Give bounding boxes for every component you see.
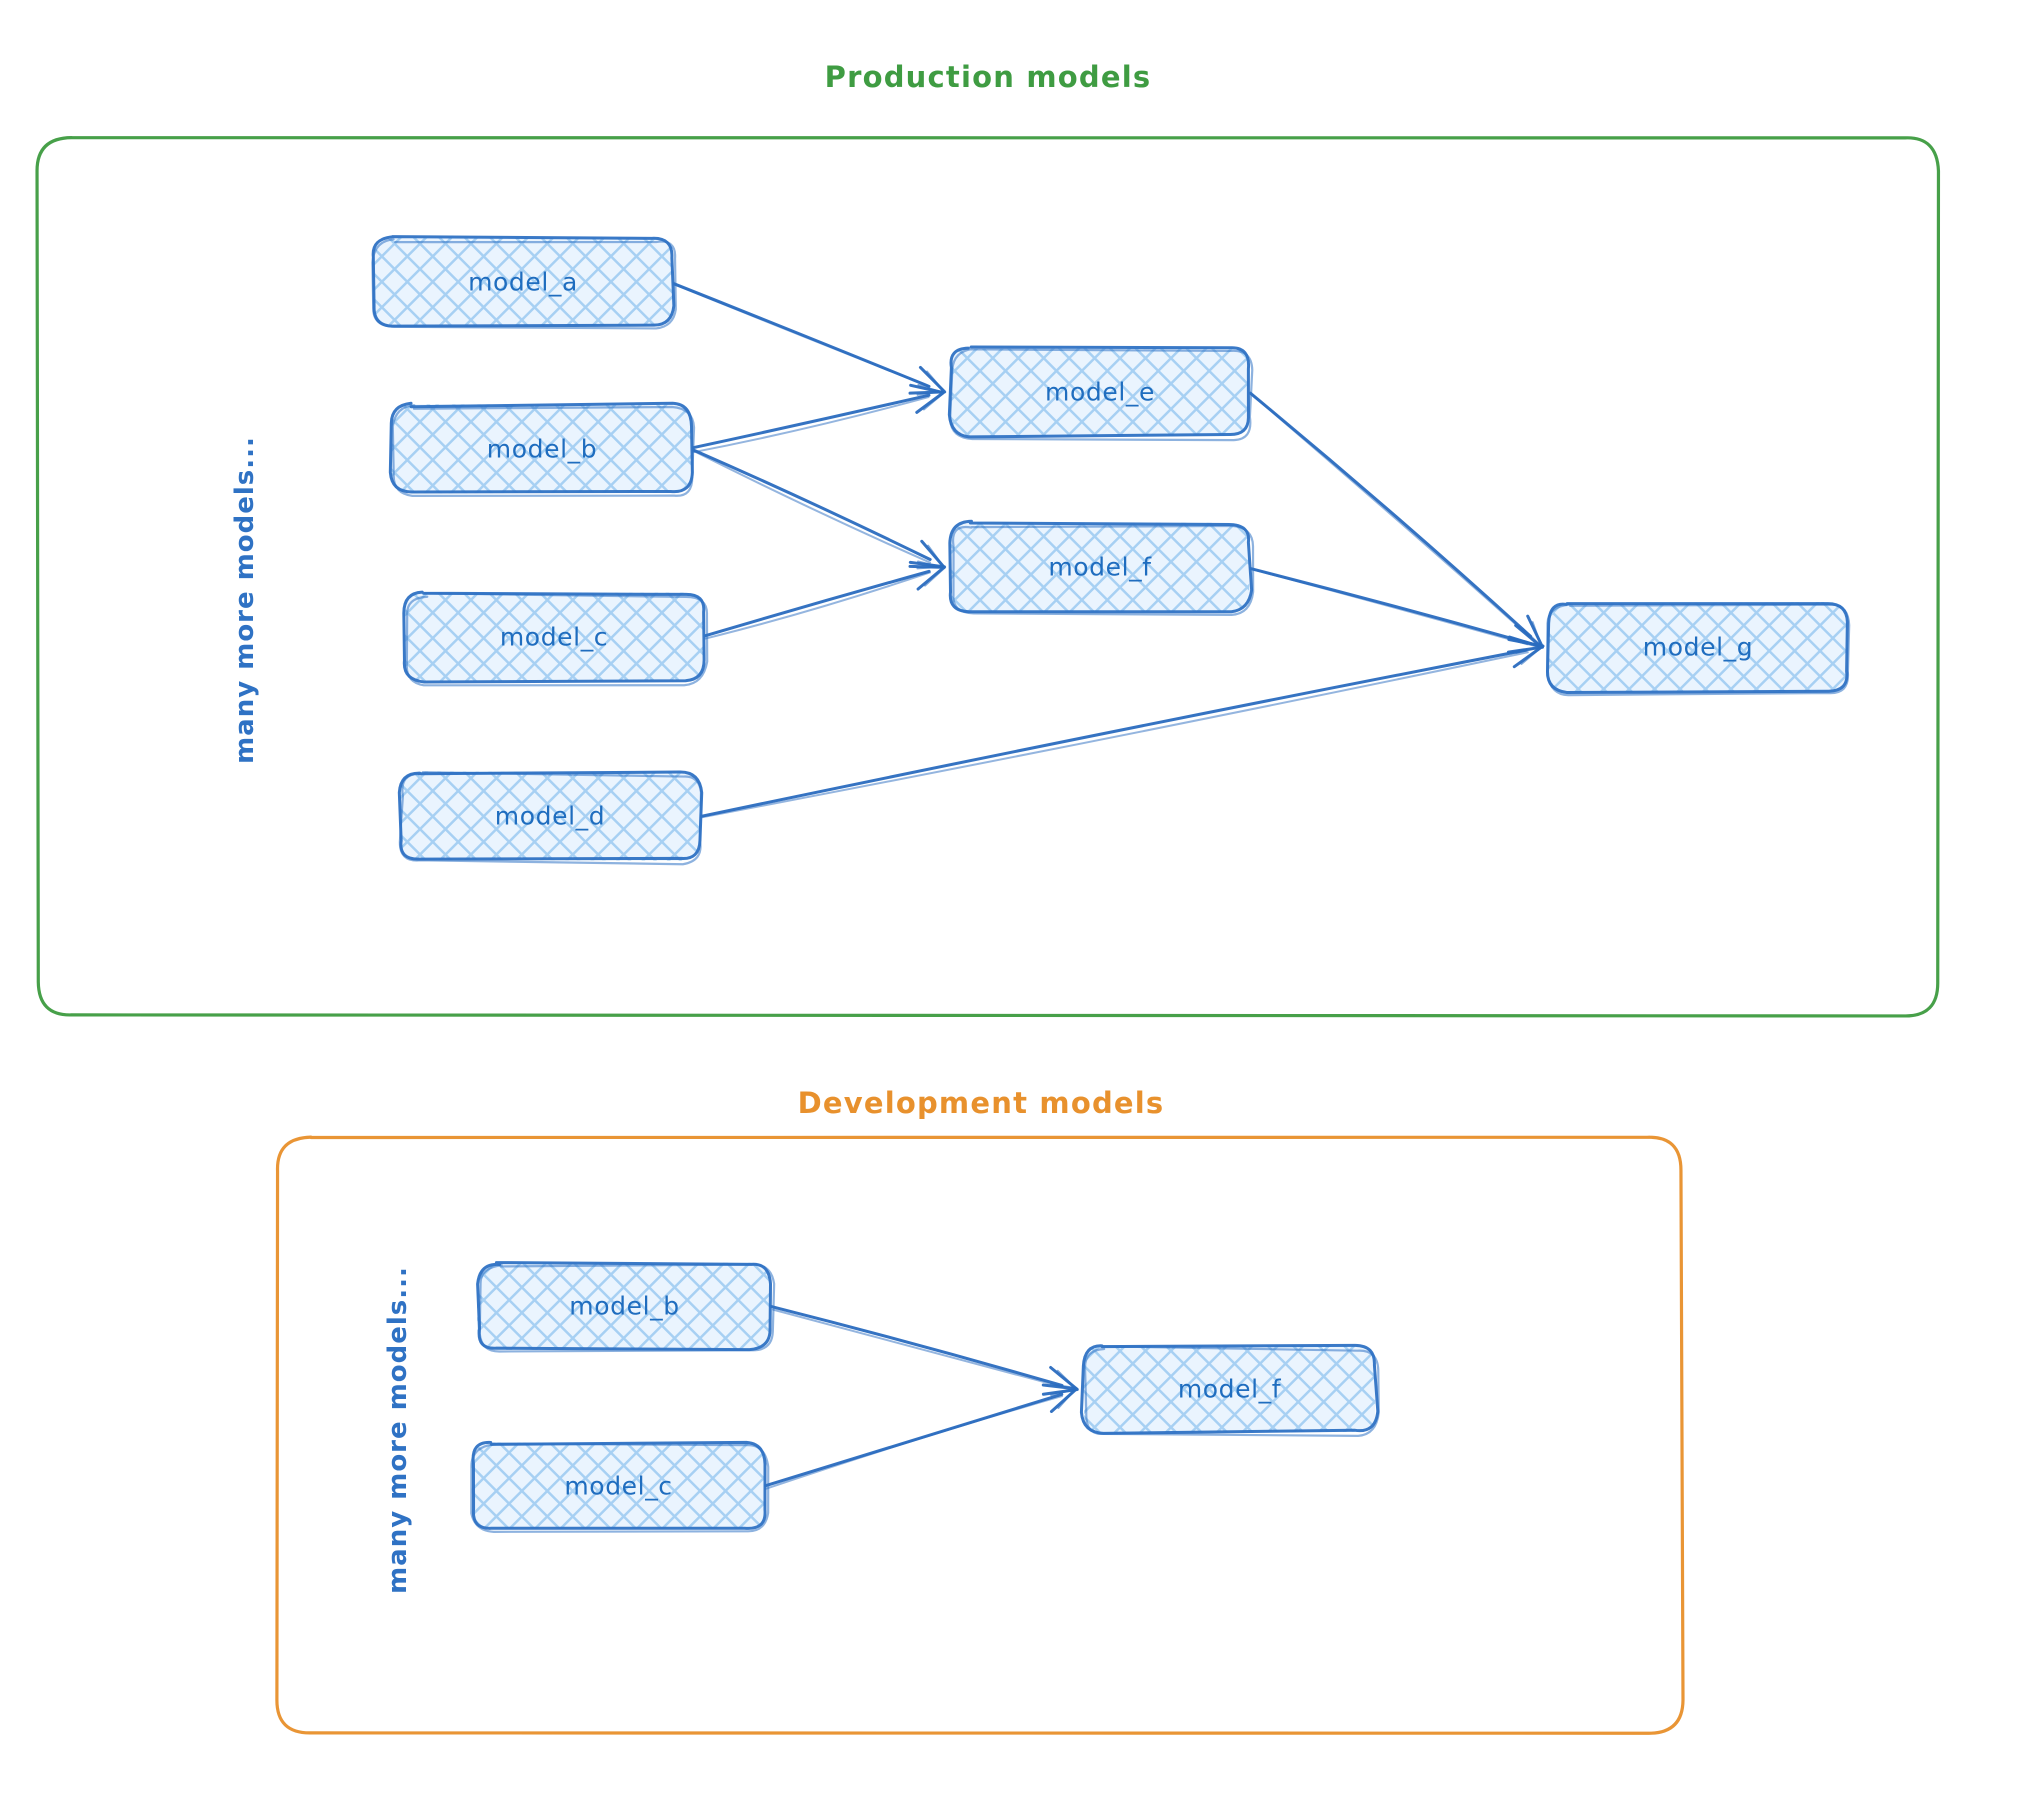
node-prod_b[interactable] xyxy=(388,401,696,497)
node-fill-prod_g xyxy=(1547,602,1849,692)
node-fill-prod_d xyxy=(399,771,701,861)
edge-prod_f-to-prod_g xyxy=(1248,566,1544,654)
node-prod_c[interactable] xyxy=(402,590,709,687)
group-container-production xyxy=(35,136,1941,1018)
node-fill-dev_f xyxy=(1082,1345,1376,1433)
node-fill-dev_c xyxy=(471,1442,765,1530)
group-side-label-development: many more models... xyxy=(383,1266,413,1594)
edge-prod_d-to-prod_g xyxy=(697,638,1545,819)
group-title-development: Development models xyxy=(797,1086,1165,1120)
group-side-label-production: many more models... xyxy=(230,436,260,764)
node-fill-prod_a xyxy=(372,237,674,326)
node-border-sketch-dev_c xyxy=(470,1442,770,1533)
node-border-sketch-prod_a xyxy=(371,238,677,330)
group-border-production xyxy=(35,136,1941,1018)
group-title-production: Production models xyxy=(824,60,1152,94)
edge-prod_a-to-prod_e xyxy=(671,281,947,396)
edge-dev_b-to-dev_f xyxy=(769,1304,1079,1396)
node-prod_g[interactable] xyxy=(1546,602,1851,697)
node-fill-prod_b xyxy=(391,404,693,494)
node-border-prod_a xyxy=(371,235,676,328)
node-border-sketch-dev_b xyxy=(478,1263,776,1353)
edge-prod_c-to-prod_f xyxy=(703,560,947,640)
node-prod_a[interactable] xyxy=(371,235,677,330)
node-fill-prod_c xyxy=(404,592,705,681)
node-border-sketch-prod_b xyxy=(391,404,696,497)
node-dev_c[interactable] xyxy=(470,1440,770,1533)
edge-prod_e-to-prod_g xyxy=(1248,391,1545,649)
node-fill-prod_f xyxy=(950,522,1250,612)
node-border-sketch-prod_g xyxy=(1546,603,1851,697)
node-dev_b[interactable] xyxy=(476,1261,776,1353)
node-fill-dev_b xyxy=(477,1262,771,1350)
edge-prod_b-to-prod_e xyxy=(689,383,945,454)
edge-dev_c-to-dev_f xyxy=(762,1382,1078,1491)
group-container-development xyxy=(275,1135,1685,1735)
group-border-development xyxy=(275,1135,1685,1735)
node-border-sketch-prod_d xyxy=(398,771,703,866)
node-prod_e[interactable] xyxy=(947,345,1254,442)
node-fill-prod_e xyxy=(949,347,1250,436)
node-border-sketch-prod_c xyxy=(405,592,709,687)
node-dev_f[interactable] xyxy=(1079,1343,1380,1437)
node-border-sketch-prod_e xyxy=(949,347,1254,442)
node-prod_f[interactable] xyxy=(948,519,1255,616)
node-prod_d[interactable] xyxy=(397,770,704,866)
edge-prod_b-to-prod_f xyxy=(690,447,946,570)
node-border-sketch-dev_f xyxy=(1083,1345,1380,1437)
node-border-sketch-prod_f xyxy=(951,524,1255,616)
